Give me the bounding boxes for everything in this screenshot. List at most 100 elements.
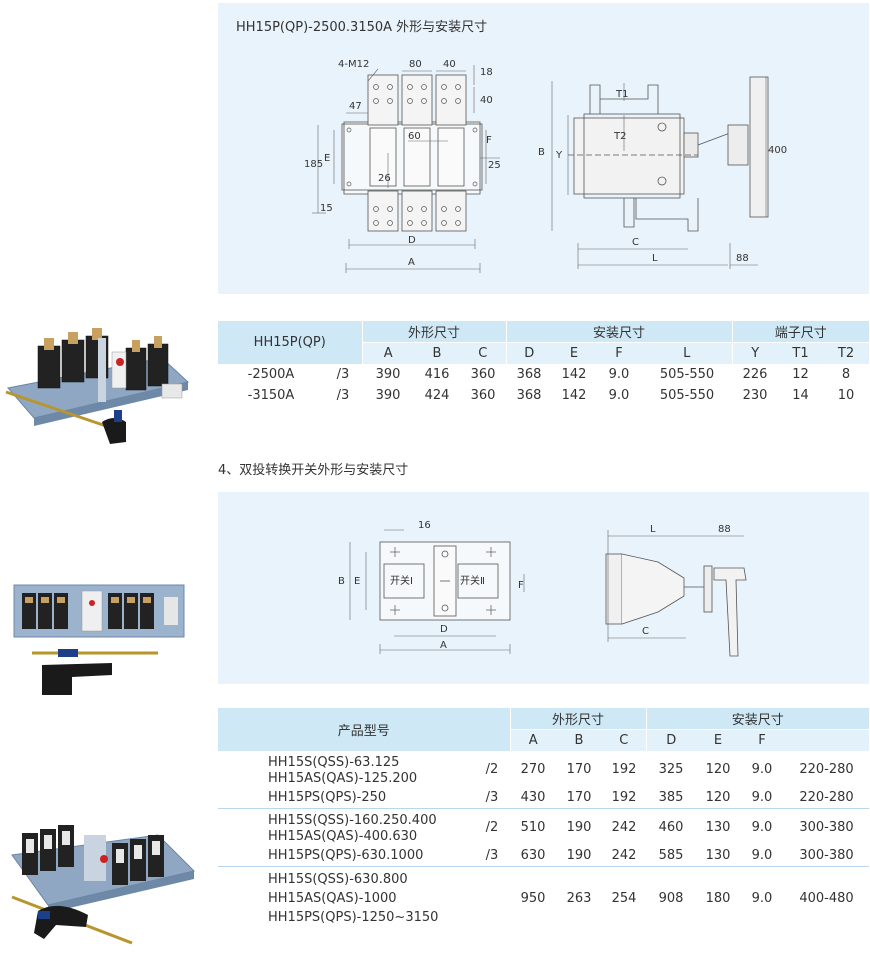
cell: 9.0 [608, 367, 630, 382]
cell: 9.0 [751, 790, 773, 805]
model-name: HH15S(QSS)-63.125 [268, 755, 400, 770]
cell: 424 [424, 388, 450, 403]
cell: 192 [611, 790, 637, 805]
diagram-title-hh15p: HH15P(QP)-2500.3150A 外形与安装尺寸 [236, 20, 488, 35]
row-models: HH15S(QSS)-160.250.400 HH15AS(QAS)-400.6… [218, 808, 474, 845]
cell: 170 [566, 761, 592, 777]
cell: 8 [841, 367, 851, 382]
product-photo-transfer-switch-large [11, 825, 195, 945]
table-row: -2500A /3 390 416 360 368 142 9.0 505-55… [218, 364, 869, 385]
dim-47: 47 [349, 101, 362, 112]
dim-a: A [408, 257, 415, 268]
dim-c: C [632, 237, 639, 248]
cell: 190 [556, 808, 602, 845]
table2-col-f: F [740, 729, 784, 751]
table2-col-e: E [696, 729, 740, 751]
table-row: HH15S(QSS)-63.125 HH15AS(QAS)-125.200 /2… [218, 751, 869, 787]
model-name: HH15PS(QPS)-630.1000 [268, 848, 424, 863]
diagram-panel-transfer-switch [218, 492, 869, 684]
cell: 9.0 [608, 388, 630, 403]
dim-185: 185 [304, 159, 323, 170]
cell: 263 [556, 866, 602, 930]
cell: 950 [510, 866, 556, 930]
dim-16: 16 [418, 520, 431, 531]
spec-table-transfer-switch: 产品型号 外形尺寸 安装尺寸 A B C D E F HH15S(QSS)-63… [218, 708, 869, 930]
dim-e: E [354, 576, 360, 587]
label-switch-1: 开关Ⅰ [390, 574, 413, 587]
cell: 585 [658, 848, 684, 863]
row-poles: /2 [474, 808, 510, 845]
table2-col-blank [784, 729, 869, 751]
table1-col-t2: T2 [823, 342, 869, 364]
cell: 9.0 [740, 808, 784, 845]
cell: 430 [520, 790, 546, 805]
row-model: -3150A [247, 388, 295, 403]
cell: 10 [837, 388, 855, 403]
table1-col-f: F [596, 342, 642, 364]
dim-26: 26 [378, 173, 391, 184]
table2-model-header: 产品型号 [218, 708, 510, 751]
dim-88: 88 [718, 524, 731, 535]
cell: 505-550 [659, 367, 715, 382]
product-photo-transfer-switch [13, 584, 185, 695]
table1-model-header: HH15P(QP) [218, 321, 362, 364]
cell: 325 [658, 761, 684, 777]
cell: 908 [646, 866, 696, 930]
drawing-transfer-switch: 16 B E 开关Ⅰ 开关Ⅱ F D A L 88 C [338, 520, 747, 657]
model-name: HH15AS(QAS)-125.200 [268, 771, 418, 786]
cell: 390 [375, 388, 401, 403]
dim-b: B [338, 576, 345, 587]
cell: 270 [520, 761, 546, 777]
row-poles [474, 866, 510, 930]
table2-group-install: 安装尺寸 [645, 708, 869, 730]
table1-col-y: Y [731, 342, 778, 364]
table1-col-l: L [642, 342, 732, 364]
model-name: HH15S(QSS)-630.800 [268, 872, 408, 887]
dim-40-vertical: 40 [480, 95, 493, 106]
dim-15: 15 [320, 203, 333, 214]
table1-col-e: E [552, 342, 596, 364]
cell: 230 [742, 388, 768, 403]
table-row: HH15S(QSS)-160.250.400 HH15AS(QAS)-400.6… [218, 808, 869, 845]
drawing-hh15p: 4-M12 80 40 18 40 47 60 E F 185 26 25 15… [304, 59, 787, 273]
dim-f: F [518, 580, 524, 591]
dim-e: E [324, 153, 330, 164]
model-name: HH15AS(QAS)-400.630 [268, 829, 418, 844]
table-row: HH15PS(QPS)-250 /3 430 170 192 385 120 9… [218, 787, 869, 809]
label-switch-2: 开关Ⅱ [460, 574, 485, 587]
cell: 9.0 [751, 848, 773, 863]
cell: 220-280 [799, 761, 854, 777]
cell: 9.0 [751, 761, 773, 777]
cell: 242 [611, 848, 637, 863]
row-poles: /3 [336, 367, 350, 382]
row-poles: /3 [485, 848, 499, 863]
cell: 385 [658, 790, 684, 805]
cell: 510 [510, 808, 556, 845]
table-row: HH15S(QSS)-630.800 HH15AS(QAS)-1000 HH15… [218, 866, 869, 930]
dim-a: A [440, 640, 447, 651]
row-models: HH15PS(QPS)-630.1000 [218, 845, 474, 867]
dim-l: L [652, 253, 658, 264]
cell: 192 [611, 761, 637, 777]
dim-4-m12: 4-M12 [338, 59, 369, 70]
cell: 120 [705, 790, 731, 805]
cell: 460 [646, 808, 696, 845]
table2-col-c: C [602, 729, 646, 751]
cell: 630 [520, 848, 546, 863]
table1-group-install: 安装尺寸 [505, 321, 732, 343]
cell: 9.0 [740, 866, 784, 930]
table2-col-a: A [509, 729, 556, 751]
cell: 130 [696, 808, 740, 845]
table2-group-outline: 外形尺寸 [509, 708, 646, 730]
table2-col-d: D [645, 729, 696, 751]
cell: 505-550 [659, 388, 715, 403]
table1-group-outline: 外形尺寸 [361, 321, 506, 343]
table1-col-c: C [460, 342, 506, 364]
table1-group-terminal: 端子尺寸 [731, 321, 869, 343]
section-heading-transfer-switch: 4、双投转换开关外形与安装尺寸 [218, 463, 409, 478]
cell: 190 [566, 848, 592, 863]
row-model: -2500A [247, 367, 295, 382]
model-name: HH15PS(QPS)-1250~3150 [268, 910, 439, 925]
cell: 368 [516, 367, 542, 382]
dim-t1: T1 [615, 89, 628, 100]
